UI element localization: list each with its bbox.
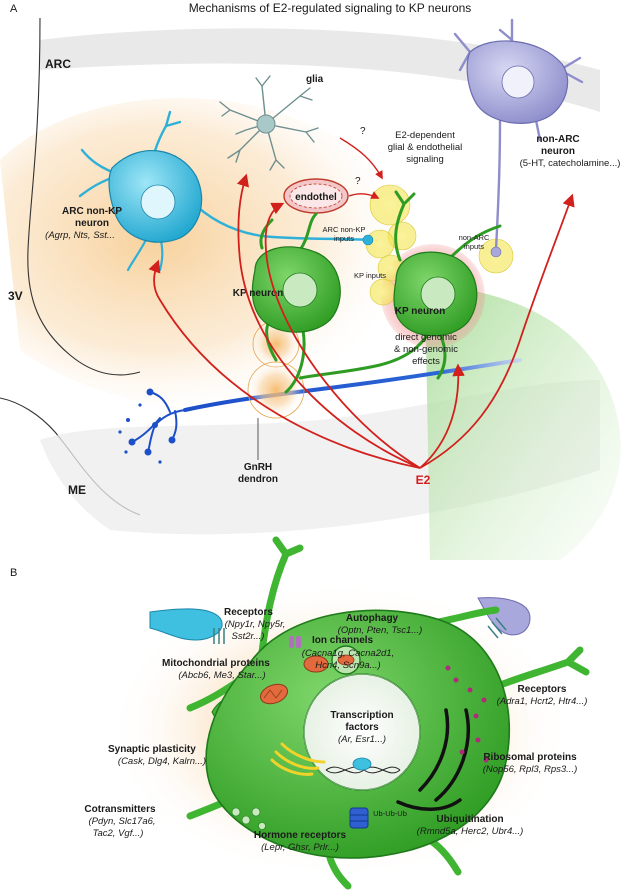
brain-tissue-band xyxy=(40,28,600,112)
arc-nonkp-inputs-1: ARC non-KP xyxy=(323,225,366,234)
kp-neuron-right xyxy=(298,190,502,380)
glia-label: glia xyxy=(306,74,324,85)
ion-channels-genes-2: Hcn4, Scn9a...) xyxy=(315,660,380,671)
receptors-left-title: Receptors xyxy=(224,607,273,618)
panel-b-label: B xyxy=(10,567,17,579)
mitochondria xyxy=(259,655,329,705)
gnrh-label-1: GnRH xyxy=(244,462,272,473)
question-mark-endothel: ? xyxy=(355,176,361,187)
ion-channel xyxy=(289,636,301,648)
receptor-right xyxy=(487,617,507,639)
third-ventricle-outline xyxy=(27,17,141,376)
nonarc-label-2: neuron xyxy=(541,146,575,157)
hormone-title: Hormone receptors xyxy=(254,830,347,841)
nonarc-label-1: non-ARC xyxy=(536,134,579,145)
glial-signaling-label-2: glial & endothelial xyxy=(388,142,462,153)
panel-a: A Mechanisms of E2-regulated signaling t… xyxy=(0,1,621,560)
e2-label: E2 xyxy=(416,473,431,487)
ub-chain: Ub-Ub-Ub xyxy=(373,809,407,818)
autophagy-genes: (Optn, Pten, Tsc1...) xyxy=(338,625,423,636)
glia-cell xyxy=(219,75,319,171)
direct-effects-3: effects xyxy=(412,356,440,367)
glial-signaling-label-1: E2-dependent xyxy=(395,130,455,141)
gnrh-terminal-boutons xyxy=(118,388,176,464)
receptors-left-genes-1: (Npy1r, Npy5r, xyxy=(225,619,286,630)
autophagy-title: Autophagy xyxy=(346,613,399,624)
label-3v: 3V xyxy=(8,289,23,303)
cotransmitters-genes-2: Tac2, Vgf...) xyxy=(93,828,144,839)
mitochondrial-title: Mitochondrial proteins xyxy=(162,658,270,669)
ubiquitination-genes: (Rmnd5a, Herc2, Ubr4...) xyxy=(417,826,524,837)
ribosomal-title: Ribosomal proteins xyxy=(483,752,577,763)
question-mark-glia: ? xyxy=(360,126,366,137)
ion-channels-title: Ion channels xyxy=(312,635,374,646)
arc-nonkp-genes: (Agrp, Nts, Sst... xyxy=(45,230,115,241)
presynaptic-purple xyxy=(477,597,531,636)
glia-soma xyxy=(256,114,276,134)
gnrh-label-2: dendron xyxy=(238,474,278,485)
kp-neuron-left-label: KP neuron xyxy=(233,288,283,299)
label-arc: ARC xyxy=(45,57,71,71)
arc-nonkp-label-2: neuron xyxy=(75,218,109,229)
hormone-genes: (Lepr, Ghsr, Prlr...) xyxy=(261,842,339,853)
panel-b: B xyxy=(10,536,590,890)
receptors-right-genes: (Adra1, Hcrt2, Htr4...) xyxy=(497,696,588,707)
arc-nonkp-label-1: ARC non-KP xyxy=(62,206,122,217)
e2-arrows xyxy=(148,137,575,469)
mitochondrial-genes: (Abcb6, Me3, Star...) xyxy=(178,670,265,681)
direct-effects-2: & non-genomic xyxy=(394,344,458,355)
contact-sphere-gnrh xyxy=(247,361,305,419)
endothel-vessel xyxy=(283,178,349,214)
receptors-right-title: Receptors xyxy=(518,684,567,695)
transcription-title-1: Transcription xyxy=(330,710,393,721)
nonarc-genes: (5-HT, catecholamine...) xyxy=(520,158,621,169)
arc-nonkp-neuron xyxy=(78,110,374,272)
ribosomal-genes: (Nop56, Rpl3, Rps3...) xyxy=(483,764,578,775)
cotransmitters-title: Cotransmitters xyxy=(84,804,156,815)
endothel-label: endothel xyxy=(295,192,337,203)
kp-inputs-label: KP inputs xyxy=(354,271,386,280)
vesicles xyxy=(231,807,266,830)
glial-signaling-label-3: signaling xyxy=(406,154,444,165)
kp-neuron-right-label: KP neuron xyxy=(395,306,445,317)
proteasome xyxy=(349,807,369,829)
figure-title: Mechanisms of E2-regulated signaling to … xyxy=(189,1,472,15)
cotransmitters-genes-1: (Pdyn, Slc17a6, xyxy=(88,816,155,827)
e2-effect-cone xyxy=(425,285,621,560)
er xyxy=(396,708,471,811)
kp-neuron-left xyxy=(251,212,341,394)
receptor-left xyxy=(213,628,225,644)
ion-channels-genes-1: (Cacna1g, Cacna2d1, xyxy=(302,648,394,659)
gnrh-axon xyxy=(183,358,522,412)
autophagosome xyxy=(331,645,361,675)
nonarc-neuron xyxy=(453,18,584,258)
label-me: ME xyxy=(68,483,86,497)
kp-neuron-large xyxy=(186,536,590,890)
nonarc-inputs-2: inputs xyxy=(464,242,484,251)
ubiquitination-title: Ubiquitination xyxy=(436,814,503,825)
synaptic-genes: (Cask, Dlg4, Kalrn...) xyxy=(118,756,206,767)
synaptic-title: Synaptic plasticity xyxy=(108,744,196,755)
direct-effects-1: direct genomic xyxy=(395,332,457,343)
presynaptic-blue xyxy=(149,608,223,641)
golgi xyxy=(270,742,326,776)
ribosomes xyxy=(445,665,489,763)
transcription-genes: (Ar, Esr1...) xyxy=(338,734,386,745)
nonarc-inputs-1: non-ARC xyxy=(459,233,490,242)
arc-nonkp-inputs-2: inputs xyxy=(334,234,354,243)
panel-a-label: A xyxy=(10,3,18,15)
transcription-title-2: factors xyxy=(345,722,379,733)
receptors-left-genes-2: Sst2r...) xyxy=(232,631,265,642)
